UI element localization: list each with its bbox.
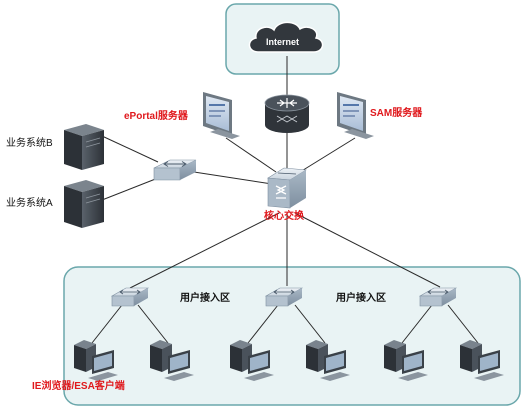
access-switch-2-icon	[264, 287, 304, 307]
link-core-access3	[294, 212, 441, 288]
eportal-server-monitor-icon	[203, 92, 240, 139]
desktop-pc-5-icon	[384, 340, 428, 381]
aggregation-switch-icon	[153, 159, 197, 181]
access-switch-3-icon	[418, 287, 458, 307]
eportal-server-label: ePortal服务器	[124, 111, 188, 122]
router-icon	[264, 94, 310, 133]
access-zone-label-2: 用户接入区	[336, 293, 386, 304]
desktop-pc-3-icon	[230, 340, 274, 381]
sam-server-label: SAM服务器	[370, 108, 423, 119]
link-a1-pc2	[137, 304, 169, 344]
link-core-access1	[129, 212, 280, 289]
business-system-b-label: 业务系统B	[6, 138, 53, 149]
link-eportal-core	[225, 137, 277, 173]
access-zone-label-1: 用户接入区	[180, 293, 230, 304]
business-system-a-label: 业务系统A	[6, 198, 53, 209]
link-a2-pc3	[247, 304, 279, 344]
internet-label: Internet	[266, 37, 300, 47]
link-switch-core	[193, 171, 273, 185]
core-switch-label: 核心交换	[264, 211, 304, 222]
server-b-icon	[64, 124, 104, 170]
link-serverA-switch	[101, 177, 159, 201]
desktop-pc-4-icon	[306, 340, 350, 381]
link-sam-core	[299, 137, 356, 173]
links	[91, 56, 479, 344]
client-label: IE浏览器/ESA客户端	[32, 381, 125, 392]
link-a3-pc6	[447, 304, 479, 344]
link-a1-pc1	[91, 304, 123, 344]
cloud-icon	[248, 21, 324, 53]
desktop-pc-1-icon	[74, 340, 118, 381]
access-switch-1-icon	[110, 287, 150, 307]
sam-server-monitor-icon	[337, 92, 374, 139]
link-a2-pc4	[294, 304, 326, 344]
server-a-icon	[64, 180, 104, 228]
link-serverB-switch	[101, 135, 159, 163]
link-a3-pc5	[401, 304, 433, 344]
desktop-pc-2-icon	[150, 340, 194, 381]
core-switch-icon	[267, 167, 307, 209]
desktop-pc-6-icon	[460, 340, 504, 381]
